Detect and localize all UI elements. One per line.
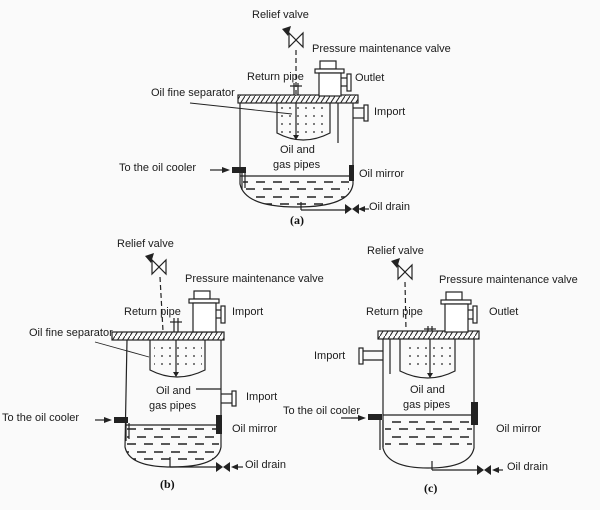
label-oil-mirror-a: Oil mirror [359,168,405,180]
label-oil-fine-separator-a: Oil fine separator [151,87,235,99]
return-pipe-line [170,318,182,377]
relief-valve-icon [391,258,413,281]
import-pipe [353,104,369,122]
return-pipe-line [424,326,436,378]
oil-drain-valve-icon [300,202,369,214]
relief-valve-icon [145,253,167,276]
label-pressure-valve-c: Pressure maintenance valve [439,274,578,286]
import-pipe [358,347,383,365]
oil-drain-valve-icon [169,457,243,472]
label-oil-gas-pipes-b-2: gas pipes [149,400,197,412]
relief-dashed-line [159,276,164,332]
separator-dots [154,344,202,370]
pressure-maintenance-valve-icon [440,291,478,333]
oil-dashes [127,428,219,464]
import-pipe [196,388,237,407]
label-return-pipe-a: Return pipe [247,71,304,83]
label-oil-gas-pipes-a-2: gas pipes [273,159,321,171]
oil-drain-valve-icon [431,461,503,475]
separator-leader-line [189,102,293,115]
oil-fine-separator-box [276,103,331,141]
oil-mirror-fitting [216,415,222,434]
label-relief-valve-c: Relief valve [367,245,424,257]
separator-dots [281,107,327,133]
label-to-oil-cooler-c: To the oil cooler [283,405,361,417]
label-oil-fine-separator-b: Oil fine separator [29,327,113,339]
label-oil-gas-pipes-a-1: Oil and [280,144,315,156]
label-outlet-c: Outlet [489,306,519,318]
label-oil-drain-c: Oil drain [507,461,548,473]
pressure-maintenance-valve-icon [188,290,226,333]
label-import-a: Import [374,106,406,118]
label-oil-drain-a: Oil drain [369,201,410,213]
label-import-side-b: Import [246,391,278,403]
caption-c: (c) [424,481,438,495]
label-import-top-b: Import [232,306,264,318]
separator-diagram-c [341,258,503,475]
label-oil-drain-b: Oil drain [245,459,286,471]
oil-cooler-fitting [210,167,246,190]
pressure-maintenance-valve-icon [314,60,352,97]
label-outlet-a: Outlet [355,72,385,84]
separator-diagram-b [94,253,243,472]
label-pressure-valve-b: Pressure maintenance valve [185,273,324,285]
label-return-pipe-c: Return pipe [366,306,423,318]
label-oil-gas-pipes-b-1: Oil and [156,385,191,397]
relief-dashed-line [404,281,407,331]
tank-lid-hatched [111,331,225,341]
separator-diagram-a [189,26,369,214]
tank-body [382,339,475,469]
oil-dashes [385,418,472,450]
oil-fine-separator-box [399,339,456,379]
label-return-pipe-b: Return pipe [124,306,181,318]
label-oil-mirror-c: Oil mirror [496,423,542,435]
label-to-oil-cooler-b: To the oil cooler [2,412,80,424]
oil-cooler-fitting [95,417,130,441]
label-import-c: Import [314,350,346,362]
label-relief-valve-b: Relief valve [117,238,174,250]
oil-mirror-fitting [349,165,354,181]
caption-b: (b) [160,477,175,491]
label-oil-gas-pipes-c-2: gas pipes [403,399,451,411]
label-oil-gas-pipes-c-1: Oil and [410,384,445,396]
oil-cooler-fitting [341,414,384,450]
label-to-oil-cooler-a: To the oil cooler [119,162,197,174]
oil-fine-separator-box [149,340,206,378]
label-oil-mirror-b: Oil mirror [232,423,278,435]
label-pressure-valve-a: Pressure maintenance valve [312,43,451,55]
caption-a: (a) [290,213,304,227]
oil-mirror-fitting [471,402,478,425]
relief-valve-icon [282,26,304,49]
label-relief-valve-a: Relief valve [252,9,309,21]
separator-dots [404,343,452,369]
separator-leader-line [94,341,150,358]
oil-dashes [243,179,349,206]
